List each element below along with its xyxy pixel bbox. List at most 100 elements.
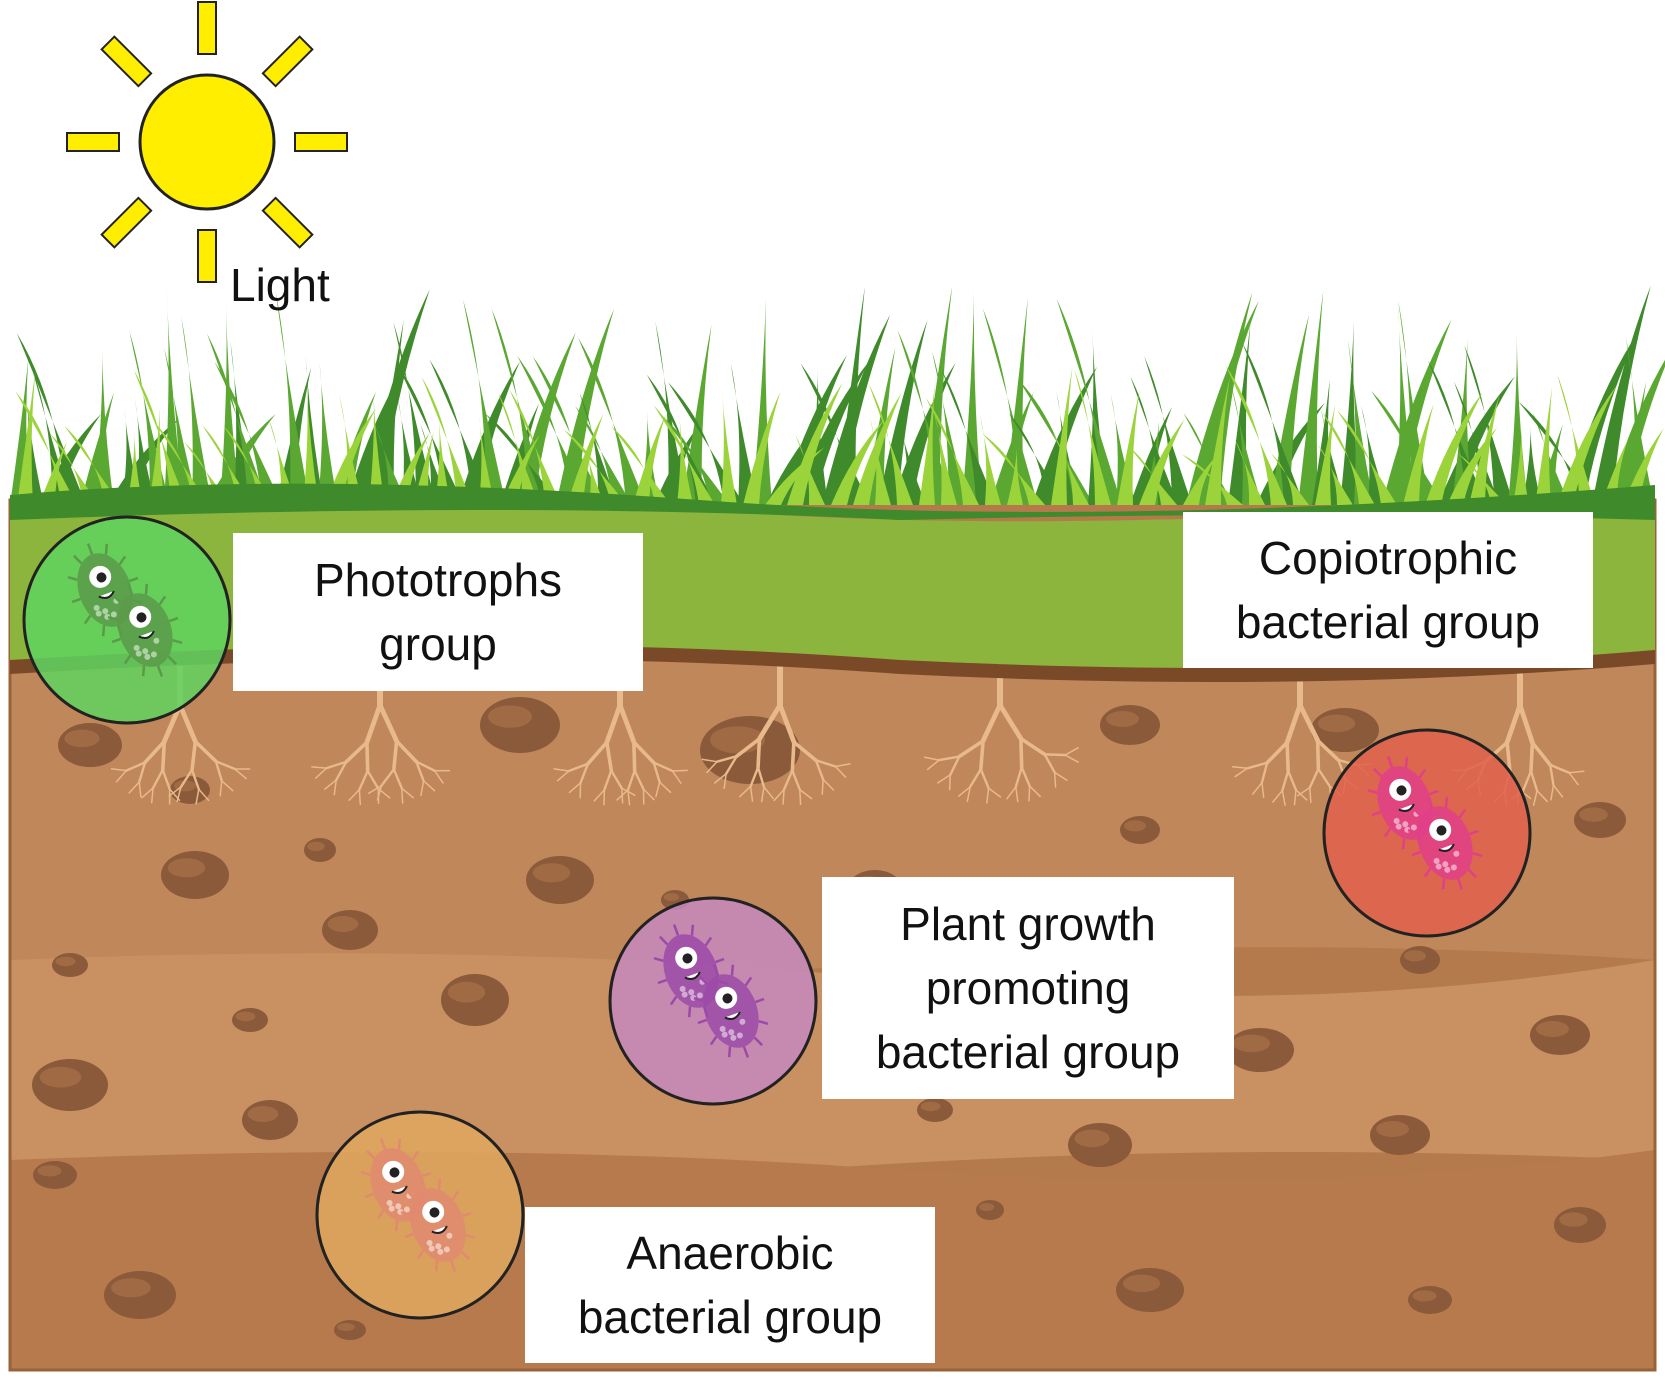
root-segment (979, 739, 985, 772)
root-segment (219, 780, 223, 797)
root-segment (1019, 736, 1024, 769)
root-segment (658, 781, 672, 794)
grass-blade (1557, 374, 1595, 505)
root-segment (671, 769, 688, 772)
root-segment (834, 765, 847, 778)
grass-blade (1360, 405, 1388, 505)
grass-blade (154, 423, 209, 505)
root-segment (1532, 789, 1538, 806)
light-label: Light (230, 259, 330, 311)
bacterium (107, 583, 183, 677)
root-segment (1552, 784, 1564, 798)
root-segment (604, 702, 623, 745)
grass-blade (926, 398, 979, 505)
root-segment (324, 779, 338, 790)
rock-highlight (167, 858, 206, 878)
root-segment (1286, 769, 1298, 792)
grass-blade (655, 321, 688, 505)
root-segment (143, 739, 167, 765)
copiotrophic-circle (1322, 728, 1532, 938)
root-segment (1550, 784, 1555, 801)
root-segment (1522, 769, 1533, 792)
grass-blade (1340, 320, 1360, 505)
bacterium (693, 964, 769, 1058)
rock-highlight (1074, 1129, 1110, 1148)
root-segment (655, 781, 661, 798)
grass-blade (1425, 392, 1483, 505)
grass-blade (1513, 425, 1529, 505)
anaerobic-label: Anaerobic bacterial group (525, 1207, 935, 1363)
root-segment (377, 787, 391, 799)
root-segment (790, 740, 796, 773)
label-line: bacterial group (875, 1026, 1181, 1078)
root-segment (605, 740, 614, 773)
rock-highlight (663, 893, 680, 901)
root-segment (1265, 740, 1289, 765)
root-segment (610, 769, 623, 790)
grass-blade (1234, 438, 1265, 505)
root-segment (671, 770, 682, 784)
root-segment (968, 768, 983, 789)
grass-blade (1181, 454, 1243, 505)
root-segment (150, 787, 154, 804)
orange-bacteria-icon (360, 1138, 476, 1272)
grass-blade (575, 405, 632, 505)
root-segment (314, 767, 328, 779)
root-segment (586, 740, 609, 766)
root-segment (724, 754, 738, 775)
grass-blade (1128, 446, 1177, 505)
root-segment (1231, 766, 1249, 770)
bacterium (360, 1138, 436, 1232)
grass-blade (491, 308, 548, 505)
grass-blade (501, 434, 540, 505)
grass-blade (868, 383, 913, 505)
grass-blade (396, 363, 464, 505)
root-segment (401, 787, 404, 804)
grass-blade (982, 433, 1045, 505)
root-segment (760, 786, 765, 803)
root-segment (1281, 769, 1290, 792)
grass-blade (743, 391, 781, 505)
grass-blade (1623, 428, 1664, 505)
grass-blade (831, 420, 884, 505)
root-segment (603, 769, 613, 792)
root-segment (1053, 771, 1057, 788)
grass-blade (979, 414, 1001, 505)
root-segment (1536, 789, 1548, 803)
rock-highlight (111, 1278, 151, 1298)
grass-blade (730, 363, 758, 505)
root-segment (834, 763, 851, 768)
root-segment (1281, 789, 1286, 806)
grass-blade (677, 410, 693, 505)
grass-blade (1183, 453, 1219, 505)
grass-blade (31, 367, 72, 505)
root-segment (161, 768, 171, 791)
root-segment (1529, 769, 1539, 792)
grass-blade (339, 394, 363, 505)
rock-highlight (307, 841, 325, 852)
grass-blade (207, 333, 268, 505)
rock-highlight (1232, 1034, 1271, 1053)
label-line: promoting (925, 962, 1131, 1014)
grass-blade (1522, 424, 1542, 505)
pgp-label: Plant growth promoting bacterial group (822, 877, 1234, 1099)
root-segment (792, 740, 818, 763)
root-segment (1064, 747, 1079, 756)
grass-blade (1130, 407, 1172, 505)
root-segment (791, 769, 802, 791)
grass-blade (214, 361, 282, 505)
grass-blade (1532, 412, 1570, 505)
phototrophs-label: Phototrophs group (233, 533, 643, 691)
root-segment (1260, 761, 1269, 784)
root-segment (1548, 763, 1555, 787)
grass-blade (393, 321, 436, 505)
grass-blade (1535, 386, 1553, 505)
root-segment (177, 702, 198, 744)
root-segment (986, 787, 990, 804)
rock-highlight (532, 863, 571, 883)
sun-icon (66, 1, 348, 283)
root-segment (556, 770, 570, 782)
root-segment (394, 739, 419, 764)
root-segment (652, 761, 661, 784)
grass-blade (303, 381, 319, 505)
